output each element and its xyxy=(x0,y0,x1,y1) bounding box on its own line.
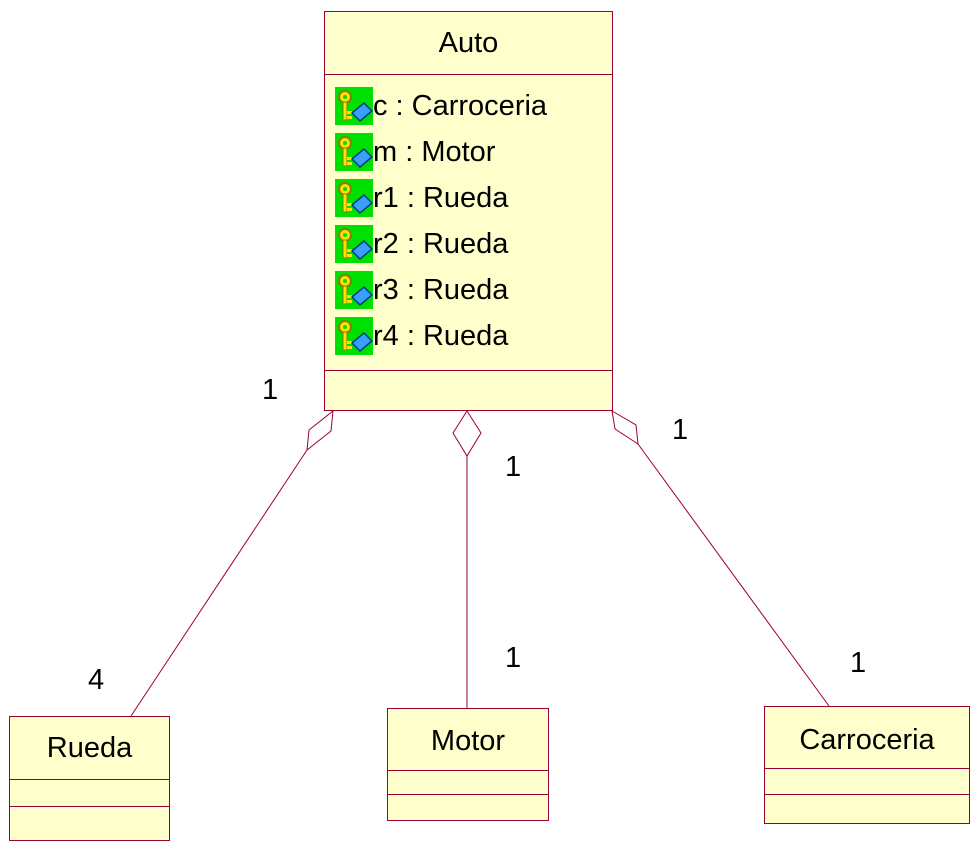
private-attribute-icon xyxy=(335,271,373,309)
class-rueda[interactable]: Rueda xyxy=(9,716,170,841)
association-line-rueda xyxy=(130,449,308,717)
private-attribute-icon xyxy=(335,87,373,125)
attribute-label: r1 : Rueda xyxy=(373,181,509,214)
class-rueda-name: Rueda xyxy=(10,717,169,780)
class-rueda-attributes xyxy=(10,780,169,807)
class-auto-attributes: c : Carroceria m : Motor xyxy=(325,75,612,371)
attribute-label: m : Motor xyxy=(373,135,496,168)
aggregation-diamond-motor xyxy=(452,410,482,457)
attribute-label: r3 : Rueda xyxy=(373,273,509,306)
aggregation-diamond-carroceria xyxy=(611,410,639,445)
attribute-label: r4 : Rueda xyxy=(373,319,509,352)
class-motor-name: Motor xyxy=(388,709,548,771)
multiplicity-auto-rueda-target: 4 xyxy=(88,664,105,696)
association-line-carroceria xyxy=(637,443,830,707)
multiplicity-auto-rueda-source: 1 xyxy=(262,374,279,406)
attribute-row[interactable]: r2 : Rueda xyxy=(325,221,612,267)
class-auto[interactable]: Auto c : Carroceria xyxy=(324,11,613,411)
private-attribute-icon xyxy=(335,133,373,171)
attribute-row[interactable]: r4 : Rueda xyxy=(325,313,612,359)
attribute-row[interactable]: r1 : Rueda xyxy=(325,175,612,221)
private-attribute-icon xyxy=(335,225,373,263)
class-motor[interactable]: Motor xyxy=(387,708,549,821)
class-carroceria[interactable]: Carroceria xyxy=(764,706,970,824)
multiplicity-auto-carroceria-source: 1 xyxy=(672,414,689,446)
attribute-row[interactable]: m : Motor xyxy=(325,129,612,175)
attribute-label: r2 : Rueda xyxy=(373,227,509,260)
private-attribute-icon xyxy=(335,179,373,217)
attribute-label: c : Carroceria xyxy=(373,89,548,122)
attribute-row[interactable]: c : Carroceria xyxy=(325,83,612,129)
multiplicity-auto-motor-source: 1 xyxy=(505,451,522,483)
class-carroceria-attributes xyxy=(765,769,969,795)
aggregation-diamond-rueda xyxy=(306,409,334,452)
multiplicity-auto-carroceria-target: 1 xyxy=(850,647,867,679)
attribute-row[interactable]: r3 : Rueda xyxy=(325,267,612,313)
class-auto-name: Auto xyxy=(325,12,612,75)
class-motor-attributes xyxy=(388,771,548,795)
multiplicity-auto-motor-target: 1 xyxy=(505,642,522,674)
private-attribute-icon xyxy=(335,317,373,355)
class-carroceria-name: Carroceria xyxy=(765,707,969,769)
